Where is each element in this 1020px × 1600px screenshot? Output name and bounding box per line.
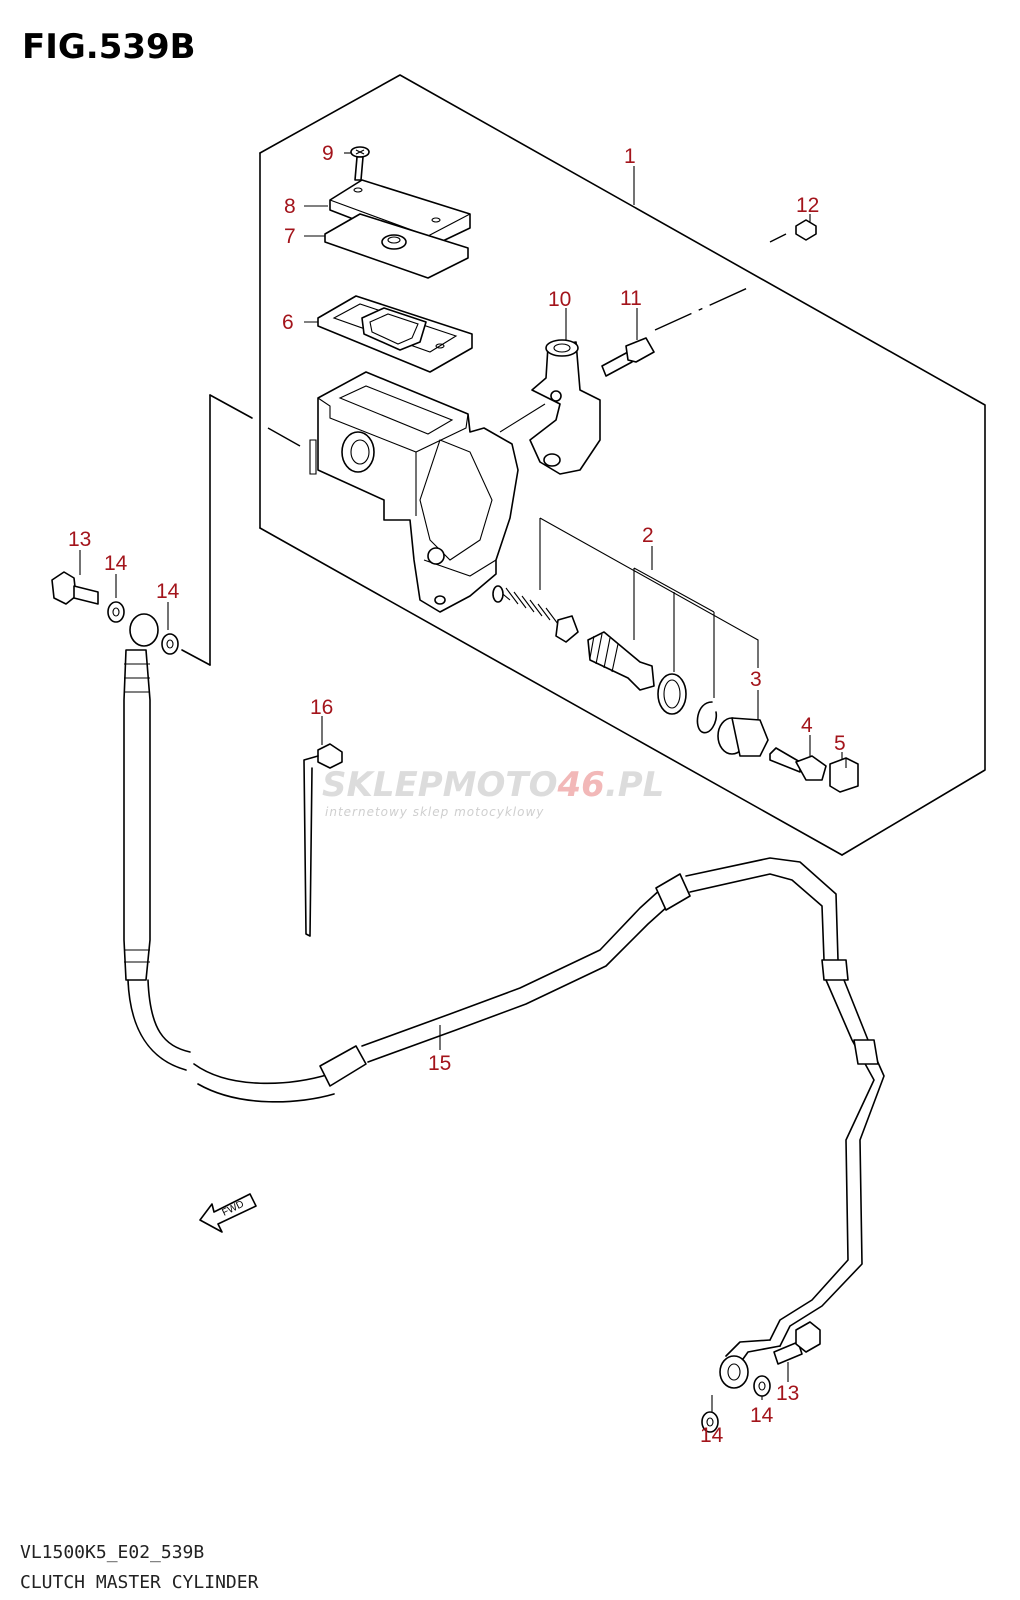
part-13-banjo-bolt-bottom <box>773 1321 821 1365</box>
part-11-bolt <box>601 337 655 377</box>
callout-11: 11 <box>620 287 642 310</box>
part-5-nut <box>829 757 859 793</box>
callout-7: 7 <box>284 225 296 248</box>
part-14-washer-bottom-a <box>753 1375 771 1397</box>
part-4-pushrod <box>769 747 827 781</box>
callout-6: 6 <box>282 311 294 334</box>
watermark: SKLEPMOTO46.PL internetowy sklep motocyk… <box>322 765 664 819</box>
callout-15: 15 <box>428 1052 451 1075</box>
callout-14-bottom-a: 14 <box>750 1404 774 1427</box>
part-6-diaphragm <box>317 295 473 373</box>
part-14-washer-top-b <box>161 633 179 655</box>
callout-13-bottom: 13 <box>776 1382 799 1405</box>
callout-16: 16 <box>310 696 333 719</box>
part-2-ring-seal <box>657 673 687 715</box>
part-7-plate <box>324 213 469 279</box>
part-14-washer-top-a <box>107 601 125 623</box>
callout-8: 8 <box>284 195 296 218</box>
figure-title: FIG.539B <box>22 27 196 67</box>
svg-text:SKLEPMOTO46.PL: SKLEPMOTO46.PL <box>322 765 664 805</box>
callout-3: 3 <box>750 668 762 691</box>
watermark-text-a: SKLEP <box>322 765 443 805</box>
leader-lines <box>79 152 843 1420</box>
callout-10: 10 <box>548 288 571 311</box>
assembly-frame <box>181 74 986 856</box>
callout-5: 5 <box>834 732 846 755</box>
fwd-arrow: FWD <box>199 1193 257 1233</box>
part-15-clutch-hose <box>123 613 885 1389</box>
callout-13-top: 13 <box>68 528 91 551</box>
callout-14-bottom-b: 14 <box>700 1424 724 1447</box>
callout-2: 2 <box>642 524 654 547</box>
figure-code: VL1500K5_E02_539B <box>20 1542 204 1563</box>
part-10-lever-holder <box>499 339 601 475</box>
callout-14-top-b: 14 <box>156 580 180 603</box>
figure-caption: CLUTCH MASTER CYLINDER <box>20 1572 259 1593</box>
part-9-screw <box>350 146 370 181</box>
callout-12: 12 <box>796 194 819 217</box>
part-12-cap <box>795 219 817 241</box>
part-3-boot <box>717 717 769 757</box>
callout-1: 1 <box>624 145 636 168</box>
master-cylinder-body <box>309 371 519 613</box>
watermark-text-d: .PL <box>605 765 665 805</box>
watermark-subtext: internetowy sklep motocyklowy <box>325 805 544 819</box>
callout-9: 9 <box>322 142 334 165</box>
part-3-circlip <box>696 701 718 734</box>
part-14-washer-bottom-b <box>701 1411 719 1433</box>
part-13-banjo-bolt-top <box>51 571 99 605</box>
callout-4: 4 <box>801 714 813 737</box>
callouts: 1 2 3 4 5 6 7 8 9 10 11 12 13 14 14 15 1… <box>68 142 846 1447</box>
watermark-text-b: MOTO <box>443 765 558 805</box>
part-16-cable-tie <box>303 743 343 937</box>
part-2-piston-spring <box>492 585 655 691</box>
callout-14-top-a: 14 <box>104 552 128 575</box>
watermark-text-c: 46 <box>557 765 605 805</box>
